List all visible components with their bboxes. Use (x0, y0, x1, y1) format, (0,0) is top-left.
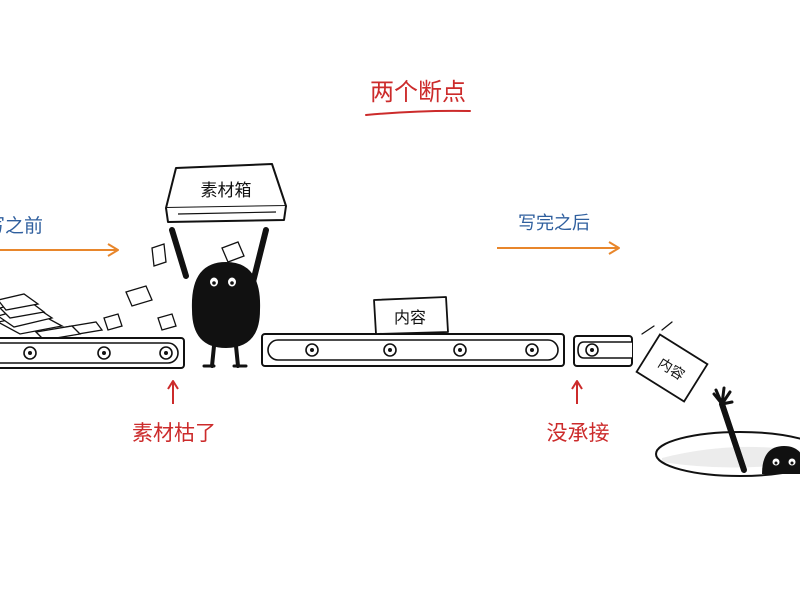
character-holding-box (169, 227, 269, 368)
before-writing-label: 写之前 (0, 215, 43, 237)
material-box: 素材箱 (165, 163, 287, 223)
title-underline (365, 109, 471, 116)
left-conveyor (0, 337, 185, 369)
break-left-arrow (167, 380, 179, 404)
diagram-title: 两个断点 (370, 78, 466, 106)
right-conveyor (573, 335, 633, 367)
falling-card: 内容 (635, 333, 709, 403)
break-right-label: 没承接 (547, 421, 610, 445)
middle-conveyor (261, 333, 565, 367)
break-right-arrow (571, 380, 583, 404)
after-writing-label: 写完之后 (518, 213, 590, 234)
paper-pile (0, 293, 104, 341)
content-card: 内容 (373, 296, 449, 335)
content-card-label: 内容 (394, 308, 426, 327)
break-left-label: 素材枯了 (132, 421, 216, 445)
material-box-label: 素材箱 (201, 181, 252, 201)
hole-with-character (655, 386, 800, 477)
after-writing-arrow (497, 241, 620, 255)
motion-lines (641, 321, 673, 335)
before-writing-arrow (0, 243, 119, 257)
